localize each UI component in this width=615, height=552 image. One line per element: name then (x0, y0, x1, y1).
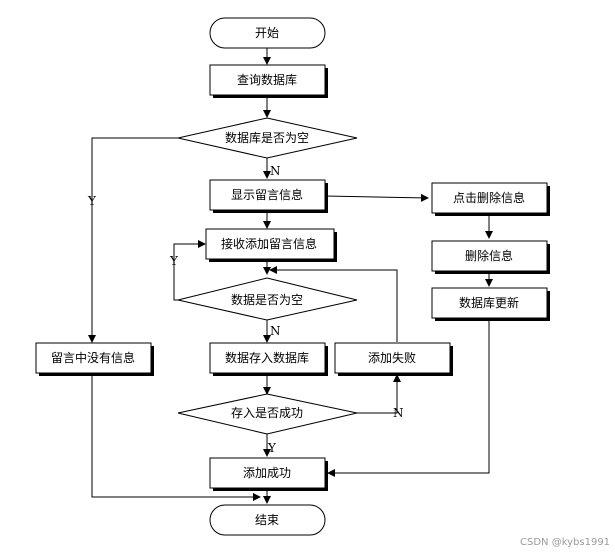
edge-label-store-ok: Y (267, 441, 277, 455)
node-start-label: 开始 (255, 26, 279, 40)
node-db-update: 数据库更新 (431, 287, 550, 321)
node-store-success-check-label: 存入是否成功 (231, 406, 303, 420)
edge-label-data-empty-no: N (270, 324, 281, 338)
arrow-dataempty-yes-loop (173, 240, 206, 301)
node-receive-add-label: 接收添加留言信息 (221, 236, 317, 251)
node-no-messages-label: 留言中没有信息 (51, 350, 135, 365)
node-click-delete-label: 点击删除信息 (453, 190, 525, 205)
arrow-nomsg-to-end (91, 374, 261, 501)
arrow-show-to-clickdelete (324, 193, 429, 202)
node-end: 结束 (209, 504, 326, 536)
arrow-addfail-loop (269, 266, 398, 342)
node-show-messages: 显示留言信息 (209, 179, 328, 213)
node-add-success-label: 添加成功 (243, 466, 291, 480)
node-query-db-label: 查询数据库 (237, 72, 297, 87)
edge-label-data-empty-yes: Y (169, 254, 179, 268)
node-no-messages: 留言中没有信息 (35, 342, 154, 376)
node-delete-info-label: 删除信息 (465, 248, 513, 263)
edge-label-db-empty-yes: Y (87, 194, 97, 208)
node-end-label: 结束 (255, 513, 279, 527)
node-store-db-label: 数据存入数据库 (225, 350, 309, 365)
arrow-update-to-added (327, 316, 490, 477)
node-store-success-check: 存入是否成功 (177, 393, 358, 435)
node-db-update-label: 数据库更新 (459, 295, 519, 310)
node-add-fail-label: 添加失败 (368, 350, 416, 365)
node-receive-add: 接收添加留言信息 (205, 228, 337, 262)
node-db-empty-check-label: 数据库是否为空 (225, 130, 309, 145)
node-data-empty-check: 数据是否为空 (177, 277, 358, 321)
arrow-storefail-to-addfail (357, 374, 401, 414)
node-add-fail: 添加失败 (334, 342, 453, 376)
node-show-messages-label: 显示留言信息 (231, 187, 303, 202)
node-data-empty-check-label: 数据是否为空 (231, 292, 303, 307)
node-delete-info: 删除信息 (431, 240, 550, 274)
node-start: 开始 (209, 17, 326, 49)
edge-label-db-empty-no: N (270, 164, 281, 178)
node-add-success: 添加成功 (209, 457, 328, 491)
connectors (88, 48, 493, 504)
edge-label-store-fail: N (393, 406, 404, 420)
node-click-delete: 点击删除信息 (431, 182, 550, 216)
watermark: CSDN @kybs1991 (520, 537, 610, 548)
node-db-empty-check: 数据库是否为空 (177, 117, 358, 159)
node-query-db: 查询数据库 (209, 64, 328, 98)
arrow-dbempty-yes (88, 137, 178, 343)
node-store-db: 数据存入数据库 (209, 342, 328, 376)
